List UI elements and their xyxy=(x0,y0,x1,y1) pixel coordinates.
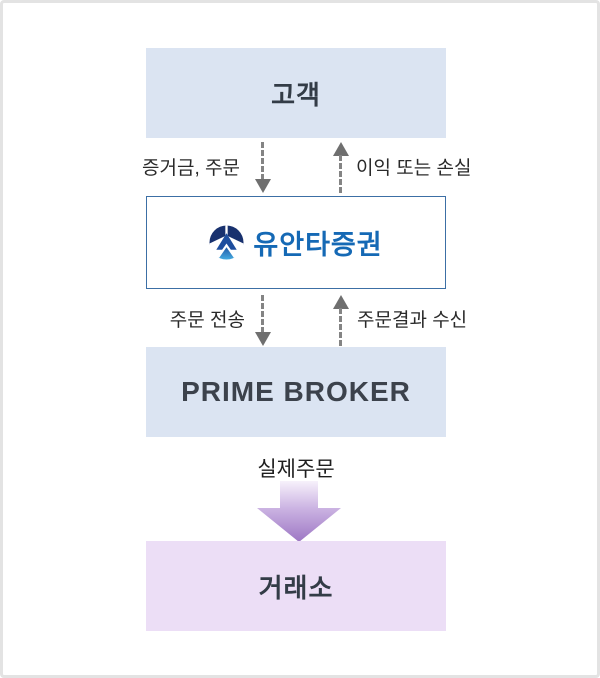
down-arrow-dashed-line xyxy=(261,142,264,180)
down-arrow-icon xyxy=(254,332,271,346)
customer-node-label: 고객 xyxy=(271,79,321,110)
down-arrow-icon xyxy=(254,179,271,193)
flow-label-order-send: 주문 전송 xyxy=(169,310,245,331)
flow-label-margin-order: 증거금, 주문 xyxy=(142,158,240,179)
yuanta-logo-icon xyxy=(209,225,244,260)
down-arrow-dashed-line xyxy=(261,295,264,333)
customer-node: 고객 xyxy=(146,48,446,138)
yuanta-securities-node: 유안타증권 xyxy=(146,196,446,289)
prime-broker-node: PRIME BROKER xyxy=(146,347,446,437)
up-arrow-dashed-line xyxy=(339,155,342,193)
flow-label-actual-order: 실제주문 xyxy=(257,458,335,481)
up-arrow-icon xyxy=(332,295,349,309)
exchange-node-label: 거래소 xyxy=(258,572,334,603)
big-purple-down-arrow-icon xyxy=(257,481,341,547)
up-arrow-dashed-line xyxy=(339,308,342,346)
up-arrow-icon xyxy=(332,142,349,156)
yuanta-securities-name: 유안타증권 xyxy=(253,230,383,260)
flow-label-order-result-receive: 주문결과 수신 xyxy=(357,310,468,331)
prime-broker-node-label: PRIME BROKER xyxy=(181,376,411,407)
exchange-node: 거래소 xyxy=(146,541,446,631)
flow-label-profit-or-loss: 이익 또는 손실 xyxy=(356,158,472,179)
